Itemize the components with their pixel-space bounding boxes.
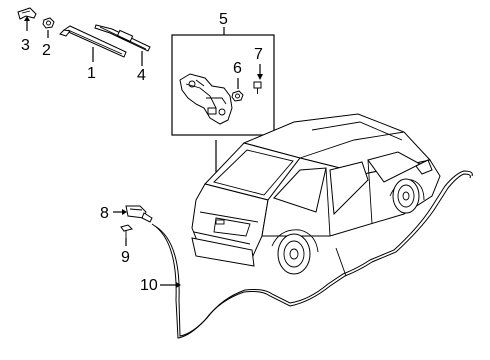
callout-6: 6 (233, 60, 242, 77)
vehicle-icon (191, 113, 441, 275)
leader-3-arrow (24, 16, 30, 21)
wiper-motor-icon (179, 73, 233, 125)
cap-icon (17, 7, 37, 20)
callout-8: 8 (100, 205, 109, 222)
callout-1: 1 (87, 65, 96, 82)
callout-2: 2 (42, 42, 51, 59)
callout-9: 9 (121, 249, 130, 266)
washer-hose-inner (154, 170, 473, 337)
washer-nozzle-icon (125, 205, 153, 223)
washer-hose-icon (151, 173, 471, 339)
motor-group-box (171, 34, 275, 136)
bolt-icon (253, 81, 262, 94)
callout-5: 5 (219, 11, 228, 28)
leader-7-arrow (257, 74, 263, 80)
hose-branch (335, 247, 347, 277)
leader-8-arrow (122, 209, 127, 215)
callout-3: 3 (21, 37, 30, 54)
clip-icon (120, 224, 133, 238)
callout-10: 10 (140, 277, 158, 294)
leader-10-arrow (176, 282, 181, 288)
nut-icon-6 (231, 90, 244, 102)
wiper-arm-icon (59, 25, 127, 58)
nut-icon (42, 17, 55, 29)
wiper-blade-icon (94, 24, 151, 52)
callout-4: 4 (137, 67, 146, 84)
callout-7: 7 (254, 46, 263, 63)
